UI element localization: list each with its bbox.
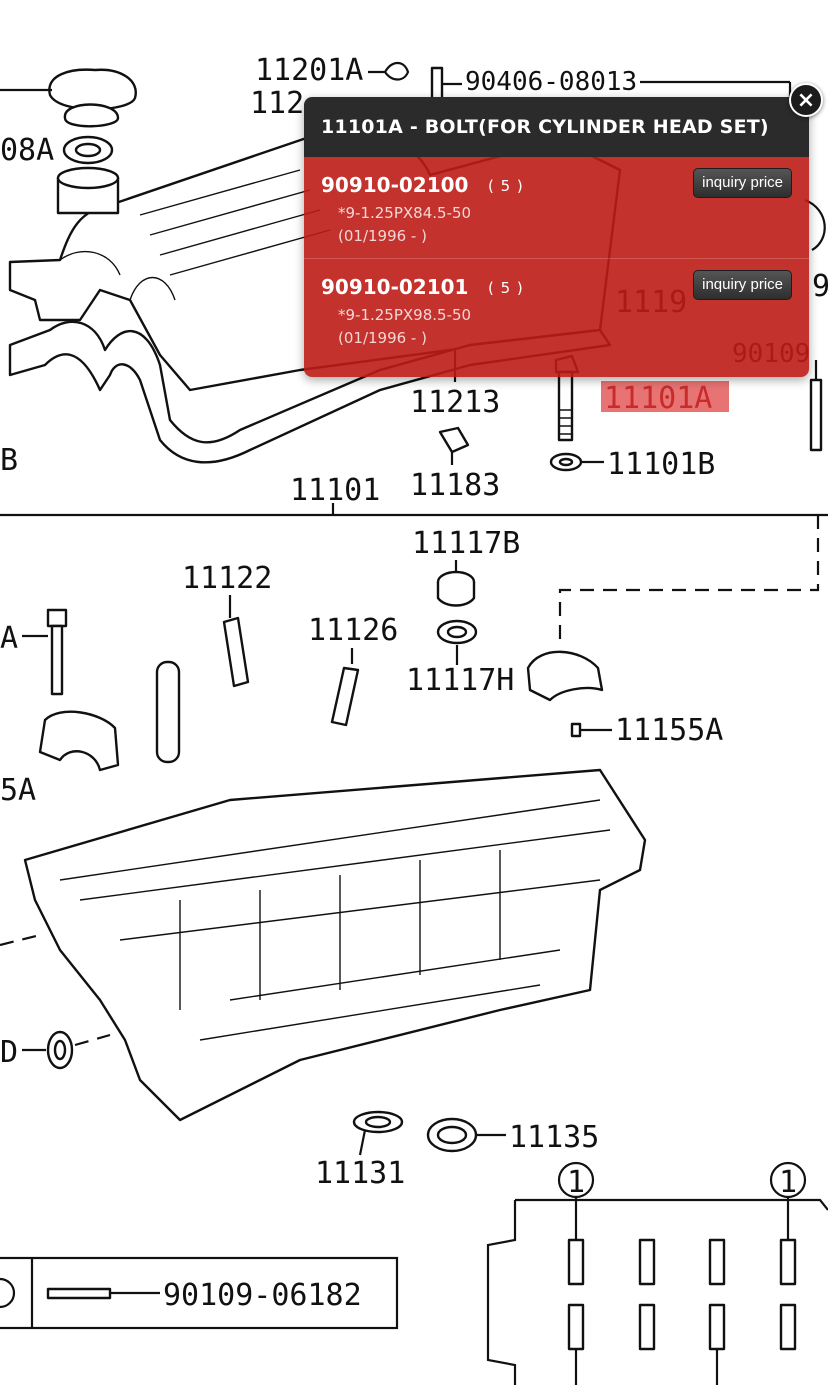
popup-title: 11101A - BOLT(FOR CYLINDER HEAD SET) [321,116,769,138]
label-11122[interactable]: 11122 [182,561,272,596]
close-icon[interactable]: × [789,83,823,117]
label-11101[interactable]: 11101 [290,473,380,508]
label-11117H[interactable]: 11117H [406,663,514,698]
sequence-number-1b: 1 [779,1165,797,1200]
popup-body: 90910-02100 ( 5 ) *9-1.25PX84.5-50 (01/1… [304,157,809,377]
part-row: 90910-02101 ( 5 ) *9-1.25PX98.5-50 (01/1… [304,259,809,360]
label-11131[interactable]: 11131 [315,1156,405,1191]
seal-11131-part[interactable] [352,1110,404,1134]
part-info-popup: 11101A - BOLT(FOR CYLINDER HEAD SET) 909… [304,97,809,377]
tightening-sequence-diagram [486,1161,828,1385]
label-90109-06182[interactable]: 90109-06182 [163,1278,362,1313]
part-row: 90910-02100 ( 5 ) *9-1.25PX84.5-50 (01/1… [304,157,809,259]
part-spec: *9-1.25PX98.5-50 [338,306,472,324]
part-date-range: (01/1996 - ) [338,227,427,245]
oil-cap-part[interactable] [0,68,137,128]
bolt-A-part[interactable] [46,608,68,696]
label-5A[interactable]: 5A [0,773,36,808]
cylinder-head-part[interactable] [23,768,647,1122]
label-11101A[interactable]: 11101A [604,381,712,416]
seal-11135-part[interactable] [426,1117,478,1153]
seal-11183-part[interactable] [438,426,470,454]
stud-right-part[interactable] [809,360,823,452]
label-11183[interactable]: 11183 [410,468,500,503]
highlight-11101A [601,381,729,412]
valve-lifter-11117B-part[interactable] [436,570,476,607]
label-11135[interactable]: 11135 [509,1120,599,1155]
label-11155A[interactable]: 11155A [615,713,723,748]
pin-part[interactable] [155,660,181,764]
bearing-cap-part[interactable] [38,710,120,772]
inquiry-price-button[interactable]: inquiry price [693,168,792,198]
camshaft-bearing-cap-part[interactable] [526,650,604,702]
valve-guide-11122-part[interactable] [222,616,250,688]
label-08A[interactable]: 08A [0,133,54,168]
label-90406-08013[interactable]: 90406-08013 [465,67,637,97]
label-11201B[interactable]: 112 [250,86,304,121]
label-11126[interactable]: 11126 [308,613,398,648]
part-number[interactable]: 90910-02100 [321,173,469,197]
part-date-range: (01/1996 - ) [338,329,427,347]
valve-spring-seat-11117H-part[interactable] [436,619,478,645]
part-number[interactable]: 90910-02101 [321,275,469,299]
label-9[interactable]: 9 [812,269,828,304]
label-11213[interactable]: 11213 [410,385,500,420]
part-quantity: ( 5 ) [488,177,524,195]
inquiry-price-button[interactable]: inquiry price [693,270,792,300]
gasket-ring-part[interactable] [62,135,114,165]
label-11101B[interactable]: 11101B [607,447,715,482]
label-11201A[interactable]: 11201A [255,53,363,88]
sequence-number-1a: 1 [567,1165,585,1200]
popup-header: 11101A - BOLT(FOR CYLINDER HEAD SET) [304,97,809,157]
label-D[interactable]: D [0,1035,18,1070]
label-11117B[interactable]: 11117B [412,526,520,561]
washer-11101B-part[interactable] [549,452,583,472]
bolt-kit-box[interactable] [0,1256,399,1330]
part-quantity: ( 5 ) [488,279,524,297]
label-A[interactable]: A [0,621,18,656]
valve-guide-11126-part[interactable] [330,666,360,727]
label-B[interactable]: B [0,443,18,478]
part-spec: *9-1.25PX84.5-50 [338,204,472,222]
plug-D-part[interactable] [46,1030,74,1070]
